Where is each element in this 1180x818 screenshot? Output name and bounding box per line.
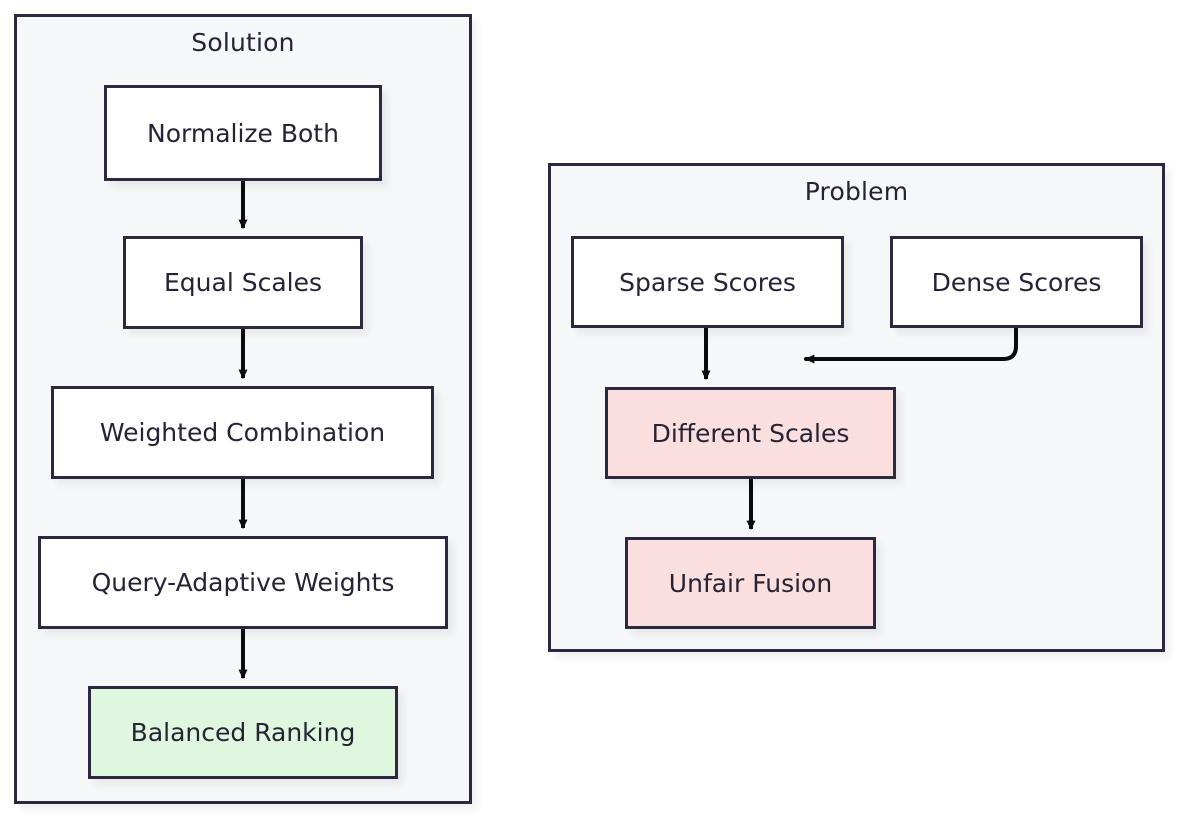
node-unfair-fusion[interactable]: Unfair Fusion [625, 537, 876, 629]
node-equal-scales[interactable]: Equal Scales [123, 236, 363, 329]
node-balanced-ranking-label: Balanced Ranking [130, 718, 356, 747]
node-weighted-combination-label: Weighted Combination [99, 418, 386, 447]
node-dense-scores-label: Dense Scores [931, 267, 1102, 297]
node-weighted-combination[interactable]: Weighted Combination [51, 386, 434, 479]
node-normalize-both-label: Normalize Both [147, 118, 339, 148]
node-balanced-ranking[interactable]: Balanced Ranking [88, 686, 398, 779]
node-sparse-scores-label: Sparse Scores [619, 267, 796, 297]
node-sparse-scores[interactable]: Sparse Scores [571, 236, 844, 328]
node-query-adaptive-weights-label: Query-Adaptive Weights [91, 568, 395, 597]
node-normalize-both[interactable]: Normalize Both [104, 85, 382, 181]
node-dense-scores[interactable]: Dense Scores [890, 236, 1143, 328]
edge-dense-to-different [804, 326, 1018, 364]
node-different-scales[interactable]: Different Scales [605, 387, 896, 479]
subgraph-problem-title: Problem [804, 177, 909, 206]
subgraph-solution-title: Solution [191, 28, 295, 57]
node-equal-scales-label: Equal Scales [163, 268, 322, 297]
node-query-adaptive-weights[interactable]: Query-Adaptive Weights [38, 536, 448, 629]
node-different-scales-label: Different Scales [651, 418, 850, 448]
node-unfair-fusion-label: Unfair Fusion [668, 568, 833, 598]
